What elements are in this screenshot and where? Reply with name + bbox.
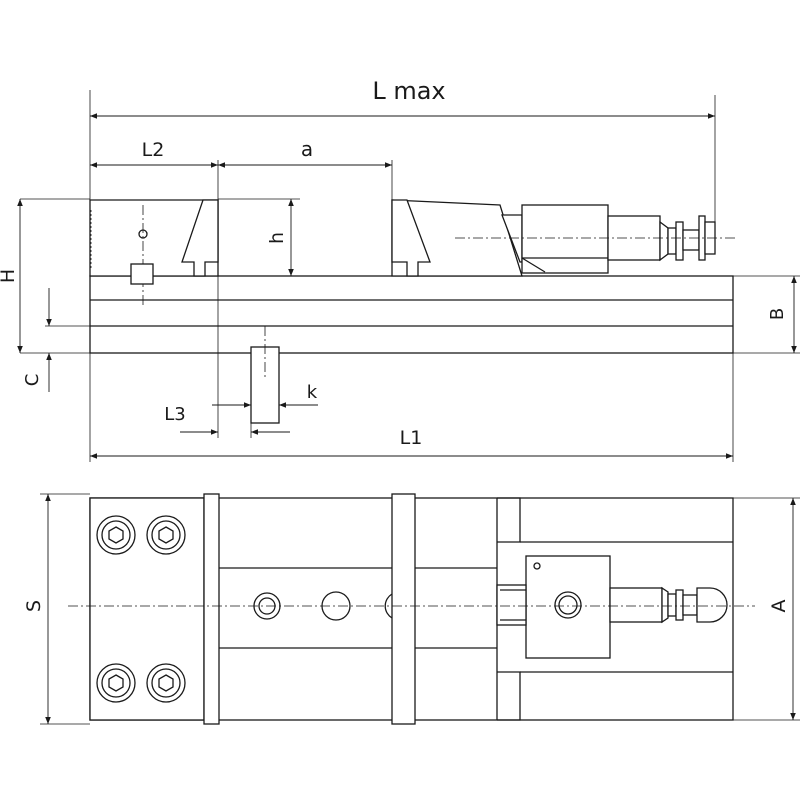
socket-screw bbox=[146, 515, 186, 555]
dim-l3: L3 bbox=[164, 404, 290, 435]
top-view bbox=[40, 493, 800, 725]
dim-b: B bbox=[767, 276, 797, 353]
dim-l2: L2 bbox=[90, 139, 218, 168]
dim-l-max: L max bbox=[90, 77, 715, 119]
dim-a: a bbox=[218, 137, 392, 168]
label-l2: L2 bbox=[142, 139, 165, 161]
base-body bbox=[89, 275, 734, 354]
label-a: a bbox=[301, 137, 313, 161]
label-a-upper: A bbox=[768, 600, 790, 613]
socket-screw bbox=[146, 663, 186, 703]
dim-h-lower: h bbox=[266, 199, 294, 276]
slot-key bbox=[250, 326, 280, 438]
screw-head bbox=[554, 591, 582, 619]
dim-h-upper: H bbox=[0, 199, 23, 353]
label-h-lower: h bbox=[266, 232, 288, 244]
label-s: S bbox=[23, 600, 45, 612]
dim-l1: L1 bbox=[90, 427, 733, 459]
label-l1: L1 bbox=[400, 427, 423, 449]
label-k: k bbox=[307, 382, 318, 403]
label-l-max: L max bbox=[372, 77, 445, 105]
label-l3: L3 bbox=[164, 404, 185, 425]
fixed-jaw-plate bbox=[89, 493, 220, 725]
movable-jaw-plate bbox=[391, 493, 416, 725]
label-b: B bbox=[767, 308, 788, 320]
dim-k: k bbox=[212, 382, 318, 408]
dim-a-upper: A bbox=[768, 498, 796, 720]
socket-screw bbox=[96, 663, 136, 703]
dim-c: C bbox=[22, 288, 52, 392]
side-view bbox=[20, 90, 800, 462]
socket-screw bbox=[96, 515, 136, 555]
movable-jaw bbox=[391, 199, 735, 277]
dim-s: S bbox=[23, 494, 51, 724]
label-c: C bbox=[22, 374, 43, 387]
spindle bbox=[609, 586, 728, 624]
slide-carriage bbox=[496, 497, 733, 721]
label-h-upper: H bbox=[0, 269, 19, 283]
